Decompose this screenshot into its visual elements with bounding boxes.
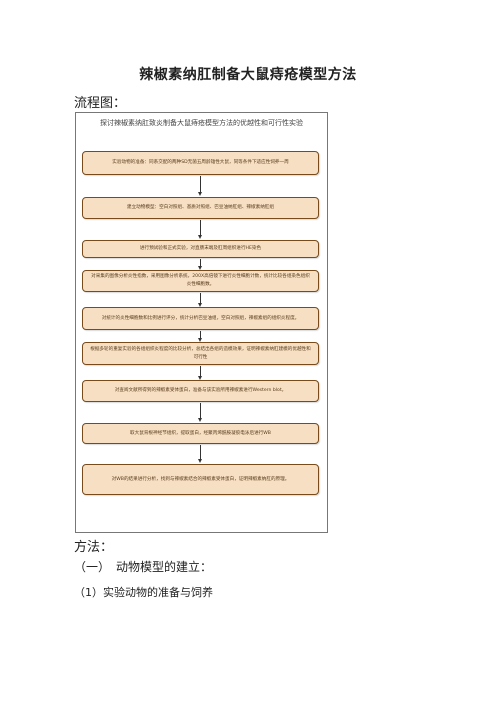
flow-step-1: 实验动物的准备：同系交配的两种SD无菌五周龄雄性大鼠，同等条件下适应性饲养一周 bbox=[82, 151, 319, 175]
flow-step-7: 对查阅文献所得到的辣椒素受体蛋白，准备与该实验所用辣椒素进行Western bl… bbox=[82, 380, 319, 402]
flow-step-3: 进行预试验和正式实验，对直肠末端及肛周组织进行HE染色 bbox=[82, 240, 319, 258]
flowchart-heading: 探讨辣椒素纳肛致炎制备大鼠痔疮模型方法的优越性和可行性实验 bbox=[100, 119, 303, 127]
flow-step-8: 取大鼠背根神经节组织，提取蛋白，经聚丙烯酰胺凝胶电泳后进行WB bbox=[82, 423, 319, 444]
flow-arrow bbox=[198, 293, 202, 307]
subsection-heading-preparation: （1）实验动物的准备与饲养 bbox=[74, 586, 213, 599]
flow-arrow bbox=[198, 176, 202, 196]
flowchart: 探讨辣椒素纳肛致炎制备大鼠痔疮模型方法的优越性和可行性实验 实验动物的准备：同系… bbox=[75, 112, 328, 533]
flow-arrow bbox=[198, 445, 202, 463]
flow-step-9: 对WB的结果进行分析，找到与辣椒素结合的辣椒素受体蛋白，证明辣椒素纳肛的原理。 bbox=[82, 464, 319, 495]
flow-arrow bbox=[198, 403, 202, 422]
flow-arrow bbox=[198, 220, 202, 239]
flow-arrow bbox=[198, 331, 202, 342]
section-heading-animal-model: （一） 动物模型的建立： bbox=[74, 560, 213, 574]
method-label: 方法： bbox=[74, 540, 114, 555]
flow-step-2: 建立动物模型：空白对照组、基质对照组、巴豆油纳肛组、辣椒素纳肛组 bbox=[82, 197, 319, 219]
flow-step-5: 对统计的炎性细胞数和比例进行评分，统计分析巴豆油组，空白对照组，辣椒素组的组织炎… bbox=[82, 307, 319, 330]
flow-arrow bbox=[198, 259, 202, 270]
flowchart-label: 流程图： bbox=[74, 96, 127, 111]
flow-arrow bbox=[198, 366, 202, 380]
flow-step-4: 对采集的图像分析炎性指数，采用图像分析系统，200X高倍镜下进行炎性细胞计数，统… bbox=[82, 270, 319, 292]
document-title: 辣椒素纳肛制备大鼠痔疮模型方法 bbox=[139, 67, 357, 83]
flow-step-6: 根据多轮的重复实验的各组组织炎程度的比较分析，总结出各组的造模效果，证明辣椒素纳… bbox=[82, 342, 319, 365]
